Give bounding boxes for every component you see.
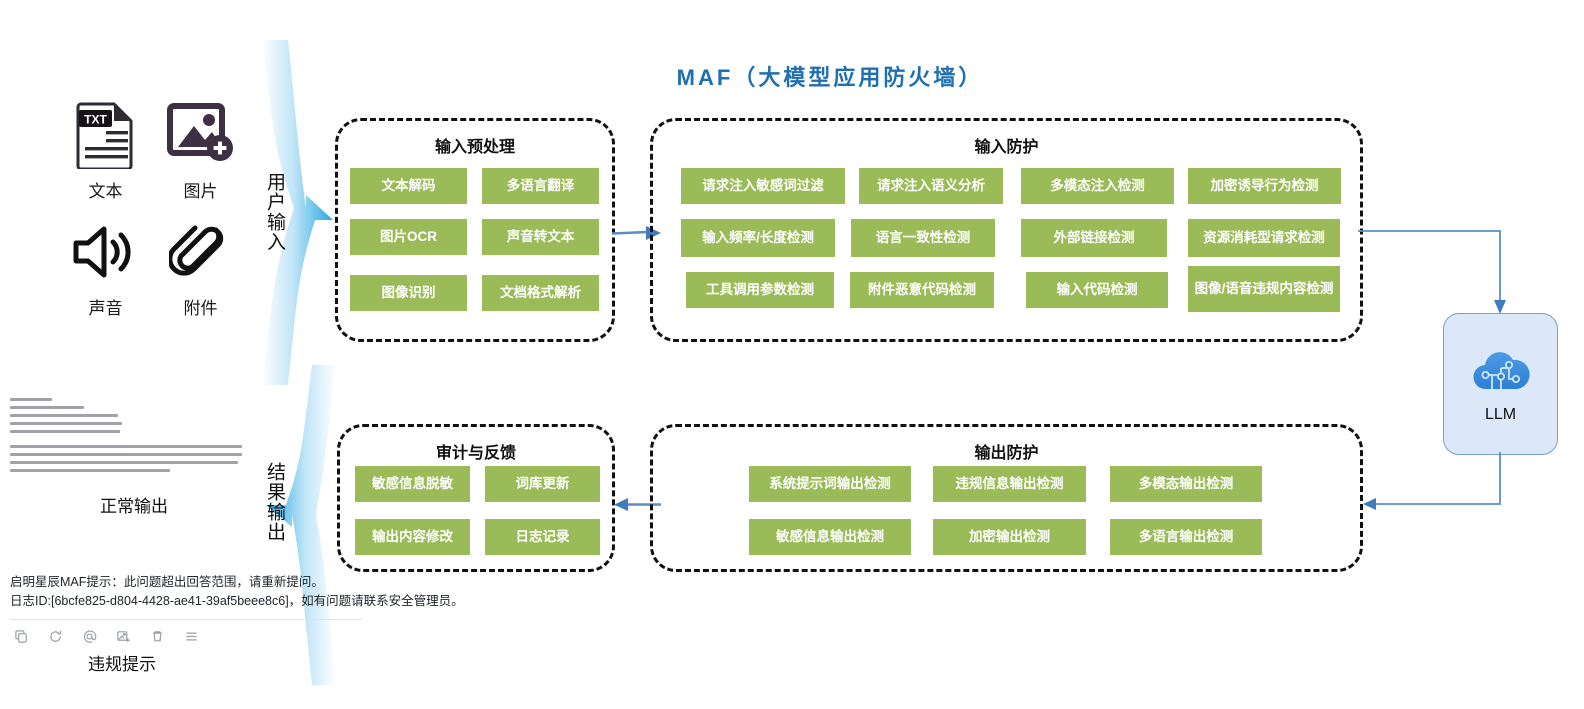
group-output-protection: 输出防护 [650,424,1363,572]
user-input-flow-label: 用户输入 [264,172,285,252]
cell-audit-feedback[interactable]: 敏感信息脱敏 [355,466,470,502]
group-audit-feedback: 审计与反馈 [337,424,615,572]
divider [10,618,362,620]
txt-file-icon: TXT [58,95,153,175]
sample-answer-text [10,398,245,472]
mention-icon[interactable] [82,629,97,644]
group-title: 输入预处理 [434,139,515,156]
llm-label: LLM [1484,405,1517,423]
input-source-sound[interactable]: 声音 [58,212,153,319]
group-title: 输入防护 [974,139,1039,156]
cell-input-protection[interactable]: 图像/语音违规内容检测 [1188,266,1340,312]
cell-input-preprocess[interactable]: 图片OCR [350,219,467,255]
delete-icon[interactable] [150,629,165,644]
user-input-flow-arrow [240,40,345,390]
paperclip-attachment-icon [153,212,248,292]
cell-input-protection[interactable]: 资源消耗型请求检测 [1188,219,1340,257]
group-title: 审计与反馈 [435,445,516,462]
group-input-preprocess: 输入预处理 [335,118,615,342]
cell-input-protection[interactable]: 请求注入敏感词过滤 [681,168,845,204]
cell-output-protection[interactable]: 违规信息输出检测 [933,466,1086,502]
normal-output-label: 正常输出 [100,497,168,516]
cell-audit-feedback[interactable]: 输出内容修改 [355,519,470,555]
menu-icon[interactable] [184,629,199,644]
cell-input-protection[interactable]: 加密诱导行为检测 [1188,168,1341,204]
input-source-label: 图片 [183,182,218,201]
cloud-ai-icon [1468,345,1534,402]
input-source-label: 附件 [183,299,218,318]
cell-input-protection[interactable]: 输入频率/长度检测 [681,219,835,257]
input-source-text[interactable]: TXT 文本 [58,95,153,202]
normal-output-sample [10,398,245,477]
input-source-label: 文本 [88,182,123,201]
image-add-icon [153,95,248,175]
cell-output-protection[interactable]: 系统提示词输出检测 [749,466,911,502]
cell-input-protection[interactable]: 工具调用参数检测 [686,272,834,308]
page-title: MAF（大模型应用防火墙） [676,65,984,90]
cell-input-preprocess[interactable]: 文本解码 [350,168,467,204]
violation-prompt-card: 启明星辰MAF提示：此问题超出回答范围，请重新提问。 日志ID:[6bcfe82… [10,573,464,644]
cell-input-protection[interactable]: 附件恶意代码检测 [850,272,994,308]
cell-output-protection[interactable]: 加密输出检测 [933,519,1086,555]
input-source-image[interactable]: 图片 [153,95,248,202]
cell-input-protection[interactable]: 多模态注入检测 [1021,168,1174,204]
cell-input-preprocess[interactable]: 声音转文本 [482,219,599,255]
violation-message-log-id: 日志ID:[6bcfe825-d804-4428-ae41-39af5beee8… [10,594,464,609]
group-input-protection: 输入防护 [650,118,1363,342]
copy-icon[interactable] [14,629,29,644]
result-output-flow-arrow [240,365,345,690]
cell-input-protection[interactable]: 语言一致性检测 [851,219,995,257]
input-sources-panel: TXT 文本 图片 [58,95,248,319]
arrow-preprocess-to-protection [611,222,664,249]
refresh-icon[interactable] [48,629,63,644]
cell-output-protection[interactable]: 多模态输出检测 [1110,466,1262,502]
result-output-flow-label: 结果输出 [264,462,285,542]
connector-protection-to-llm [1355,222,1525,327]
group-title: 输出防护 [974,445,1039,462]
save-image-icon[interactable] [116,629,131,644]
svg-text:TXT: TXT [84,113,107,127]
violation-message-primary: 启明星辰MAF提示：此问题超出回答范围，请重新提问。 [10,575,324,589]
cell-output-protection[interactable]: 多语言输出检测 [1110,519,1262,555]
cell-audit-feedback[interactable]: 日志记录 [485,519,600,555]
cell-input-preprocess[interactable]: 多语言翻译 [482,168,599,204]
cell-input-protection[interactable]: 外部链接检测 [1021,219,1167,257]
arrow-output-protection-to-audit [612,494,664,521]
cell-audit-feedback[interactable]: 词库更新 [485,466,600,502]
input-source-attachment[interactable]: 附件 [153,212,248,319]
connector-llm-to-output-protection [1360,452,1515,527]
cell-input-protection[interactable]: 请求注入语义分析 [859,168,1003,204]
violation-prompt-label: 违规提示 [88,655,156,674]
cell-output-protection[interactable]: 敏感信息输出检测 [749,519,911,555]
cell-input-preprocess[interactable]: 文档格式解析 [482,275,599,311]
message-action-toolbar [14,629,370,644]
input-source-label: 声音 [88,299,123,318]
cell-input-preprocess[interactable]: 图像识别 [350,275,467,311]
llm-box[interactable]: LLM [1443,313,1558,455]
cell-input-protection[interactable]: 输入代码检测 [1026,272,1168,308]
speaker-sound-icon [58,212,153,292]
